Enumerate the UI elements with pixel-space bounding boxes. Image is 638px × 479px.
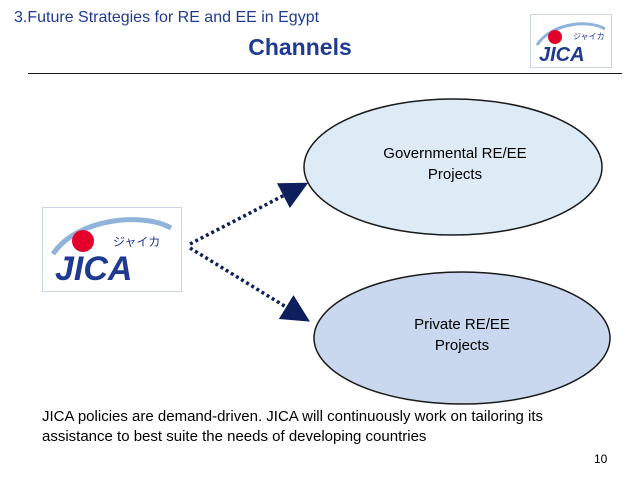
arrow-to-governmental [189,182,309,246]
arrow-to-private [189,246,310,322]
footer-line2: assistance to best suite the needs of de… [42,428,427,445]
slide-section-title: 3.Future Strategies for RE and EE in Egy… [14,9,320,26]
header-divider [28,73,622,74]
footer-line1: JICA policies are demand-driven. JICA wi… [42,408,544,425]
jica-logo-top-right: ジャイカ JICA [530,14,612,68]
jica-logo-left: ジャイカ JICA [42,207,182,292]
footer-note: JICA policies are demand-driven. JICA wi… [42,407,602,447]
jica-wordmark-top: JICA [539,44,585,66]
governmental-node-line1: Governmental RE/EE [383,145,527,162]
jica-katakana-top: ジャイカ [573,32,605,41]
jica-katakana-left: ジャイカ [113,235,160,249]
slide-heading: Channels [248,34,352,60]
private-node-line1: Private RE/EE [414,316,510,333]
private-node-label: Private RE/EE Projects [347,314,577,356]
jica-logo-graphic: ジャイカ JICA [535,22,606,66]
jica-wordmark-left: JICA [55,250,132,288]
page-number: 10 [594,452,608,466]
jica-logo-left-graphic: ジャイカ JICA [50,217,173,288]
private-projects-node [313,271,611,405]
private-node-line2: Projects [434,337,490,354]
governmental-node-line2: Projects [427,166,483,183]
governmental-node-label: Governmental RE/EE Projects [340,143,570,185]
governmental-projects-node [303,98,603,236]
